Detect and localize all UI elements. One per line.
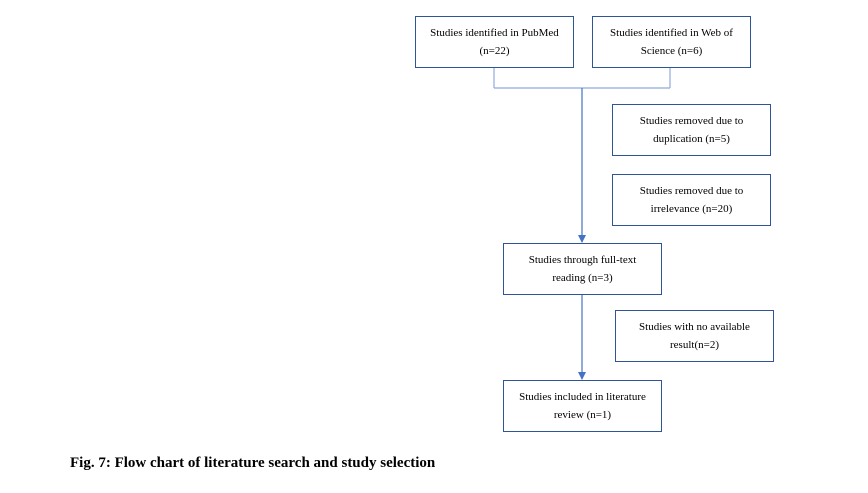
node-no-available-result-label: Studies with no available result(n=2): [639, 321, 750, 351]
node-pubmed: Studies identified in PubMed (n=22): [415, 16, 574, 68]
node-pubmed-label: Studies identified in PubMed (n=22): [430, 27, 559, 57]
node-removed-irrelevance-label: Studies removed due to irrelevance (n=20…: [639, 185, 744, 215]
node-removed-irrelevance: Studies removed due to irrelevance (n=20…: [612, 174, 771, 226]
node-included-review-label: Studies included in literature review (n…: [519, 391, 646, 421]
node-no-available-result: Studies with no available result(n=2): [615, 310, 774, 362]
node-full-text-reading: Studies through full-text reading (n=3): [503, 243, 662, 295]
node-included-review: Studies included in literature review (n…: [503, 380, 662, 432]
node-removed-duplication-label: Studies removed due to duplication (n=5): [639, 115, 744, 145]
node-full-text-reading-label: Studies through full-text reading (n=3): [528, 254, 637, 284]
node-removed-duplication: Studies removed due to duplication (n=5): [612, 104, 771, 156]
figure-caption: Fig. 7: Flow chart of literature search …: [70, 455, 436, 471]
node-web-of-science-label: Studies identified in Web of Science (n=…: [610, 27, 733, 57]
node-web-of-science: Studies identified in Web of Science (n=…: [592, 16, 751, 68]
